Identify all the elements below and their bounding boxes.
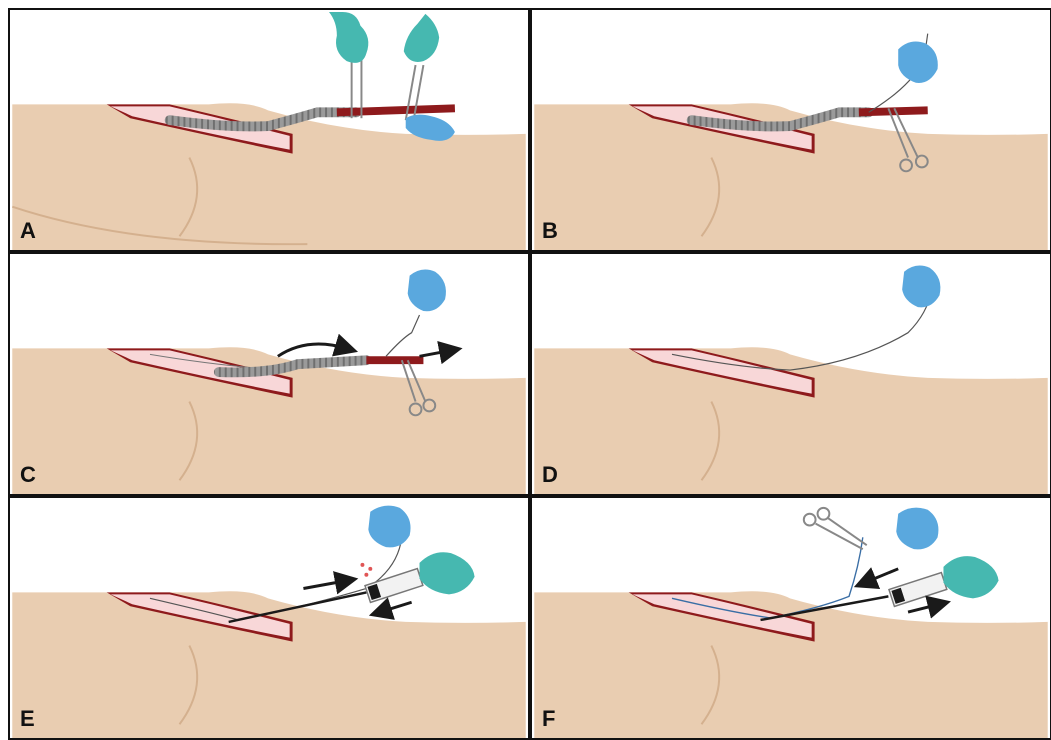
advance-arrow <box>303 581 346 589</box>
gloved-hand-right <box>943 556 998 598</box>
panel-a: A <box>8 8 530 252</box>
panel-b: B <box>530 8 1051 252</box>
panel-f: F <box>530 496 1051 740</box>
gloved-hand-left <box>329 12 368 63</box>
gloved-hand-top <box>368 506 410 548</box>
panel-label: B <box>542 218 558 244</box>
syringe <box>889 573 947 607</box>
panel-label: A <box>20 218 36 244</box>
panel-label: D <box>542 462 558 488</box>
gloved-hand <box>408 269 446 311</box>
retract-arrow <box>380 602 411 612</box>
blood-drops <box>360 563 372 577</box>
panel-b-illustration <box>532 10 1050 250</box>
guidewire <box>386 315 419 356</box>
panel-e: E <box>8 496 530 740</box>
gloved-hand-right <box>404 14 439 62</box>
panel-c-illustration <box>10 254 528 494</box>
syringe <box>365 569 423 603</box>
panel-label: F <box>542 706 555 732</box>
hemostat-clamp <box>804 508 867 549</box>
catheter-tail <box>337 108 455 112</box>
panel-label: E <box>20 706 35 732</box>
gloved-hand <box>902 266 940 308</box>
gloved-hand-top <box>896 508 938 550</box>
gloved-hand-right <box>419 552 474 594</box>
retract-arrow <box>908 604 939 612</box>
withdrawal-arrow-curve <box>278 344 347 356</box>
limb <box>534 347 1047 494</box>
panel-c: C <box>8 252 530 496</box>
panel-a-illustration <box>10 10 528 250</box>
advance-arrow <box>865 569 898 583</box>
panel-label: C <box>20 462 36 488</box>
gloved-hand <box>898 41 938 83</box>
panel-f-illustration <box>532 498 1050 738</box>
withdrawal-arrow <box>419 350 450 356</box>
panel-d: D <box>530 252 1051 496</box>
panel-d-illustration <box>532 254 1050 494</box>
panel-e-illustration <box>10 498 528 738</box>
